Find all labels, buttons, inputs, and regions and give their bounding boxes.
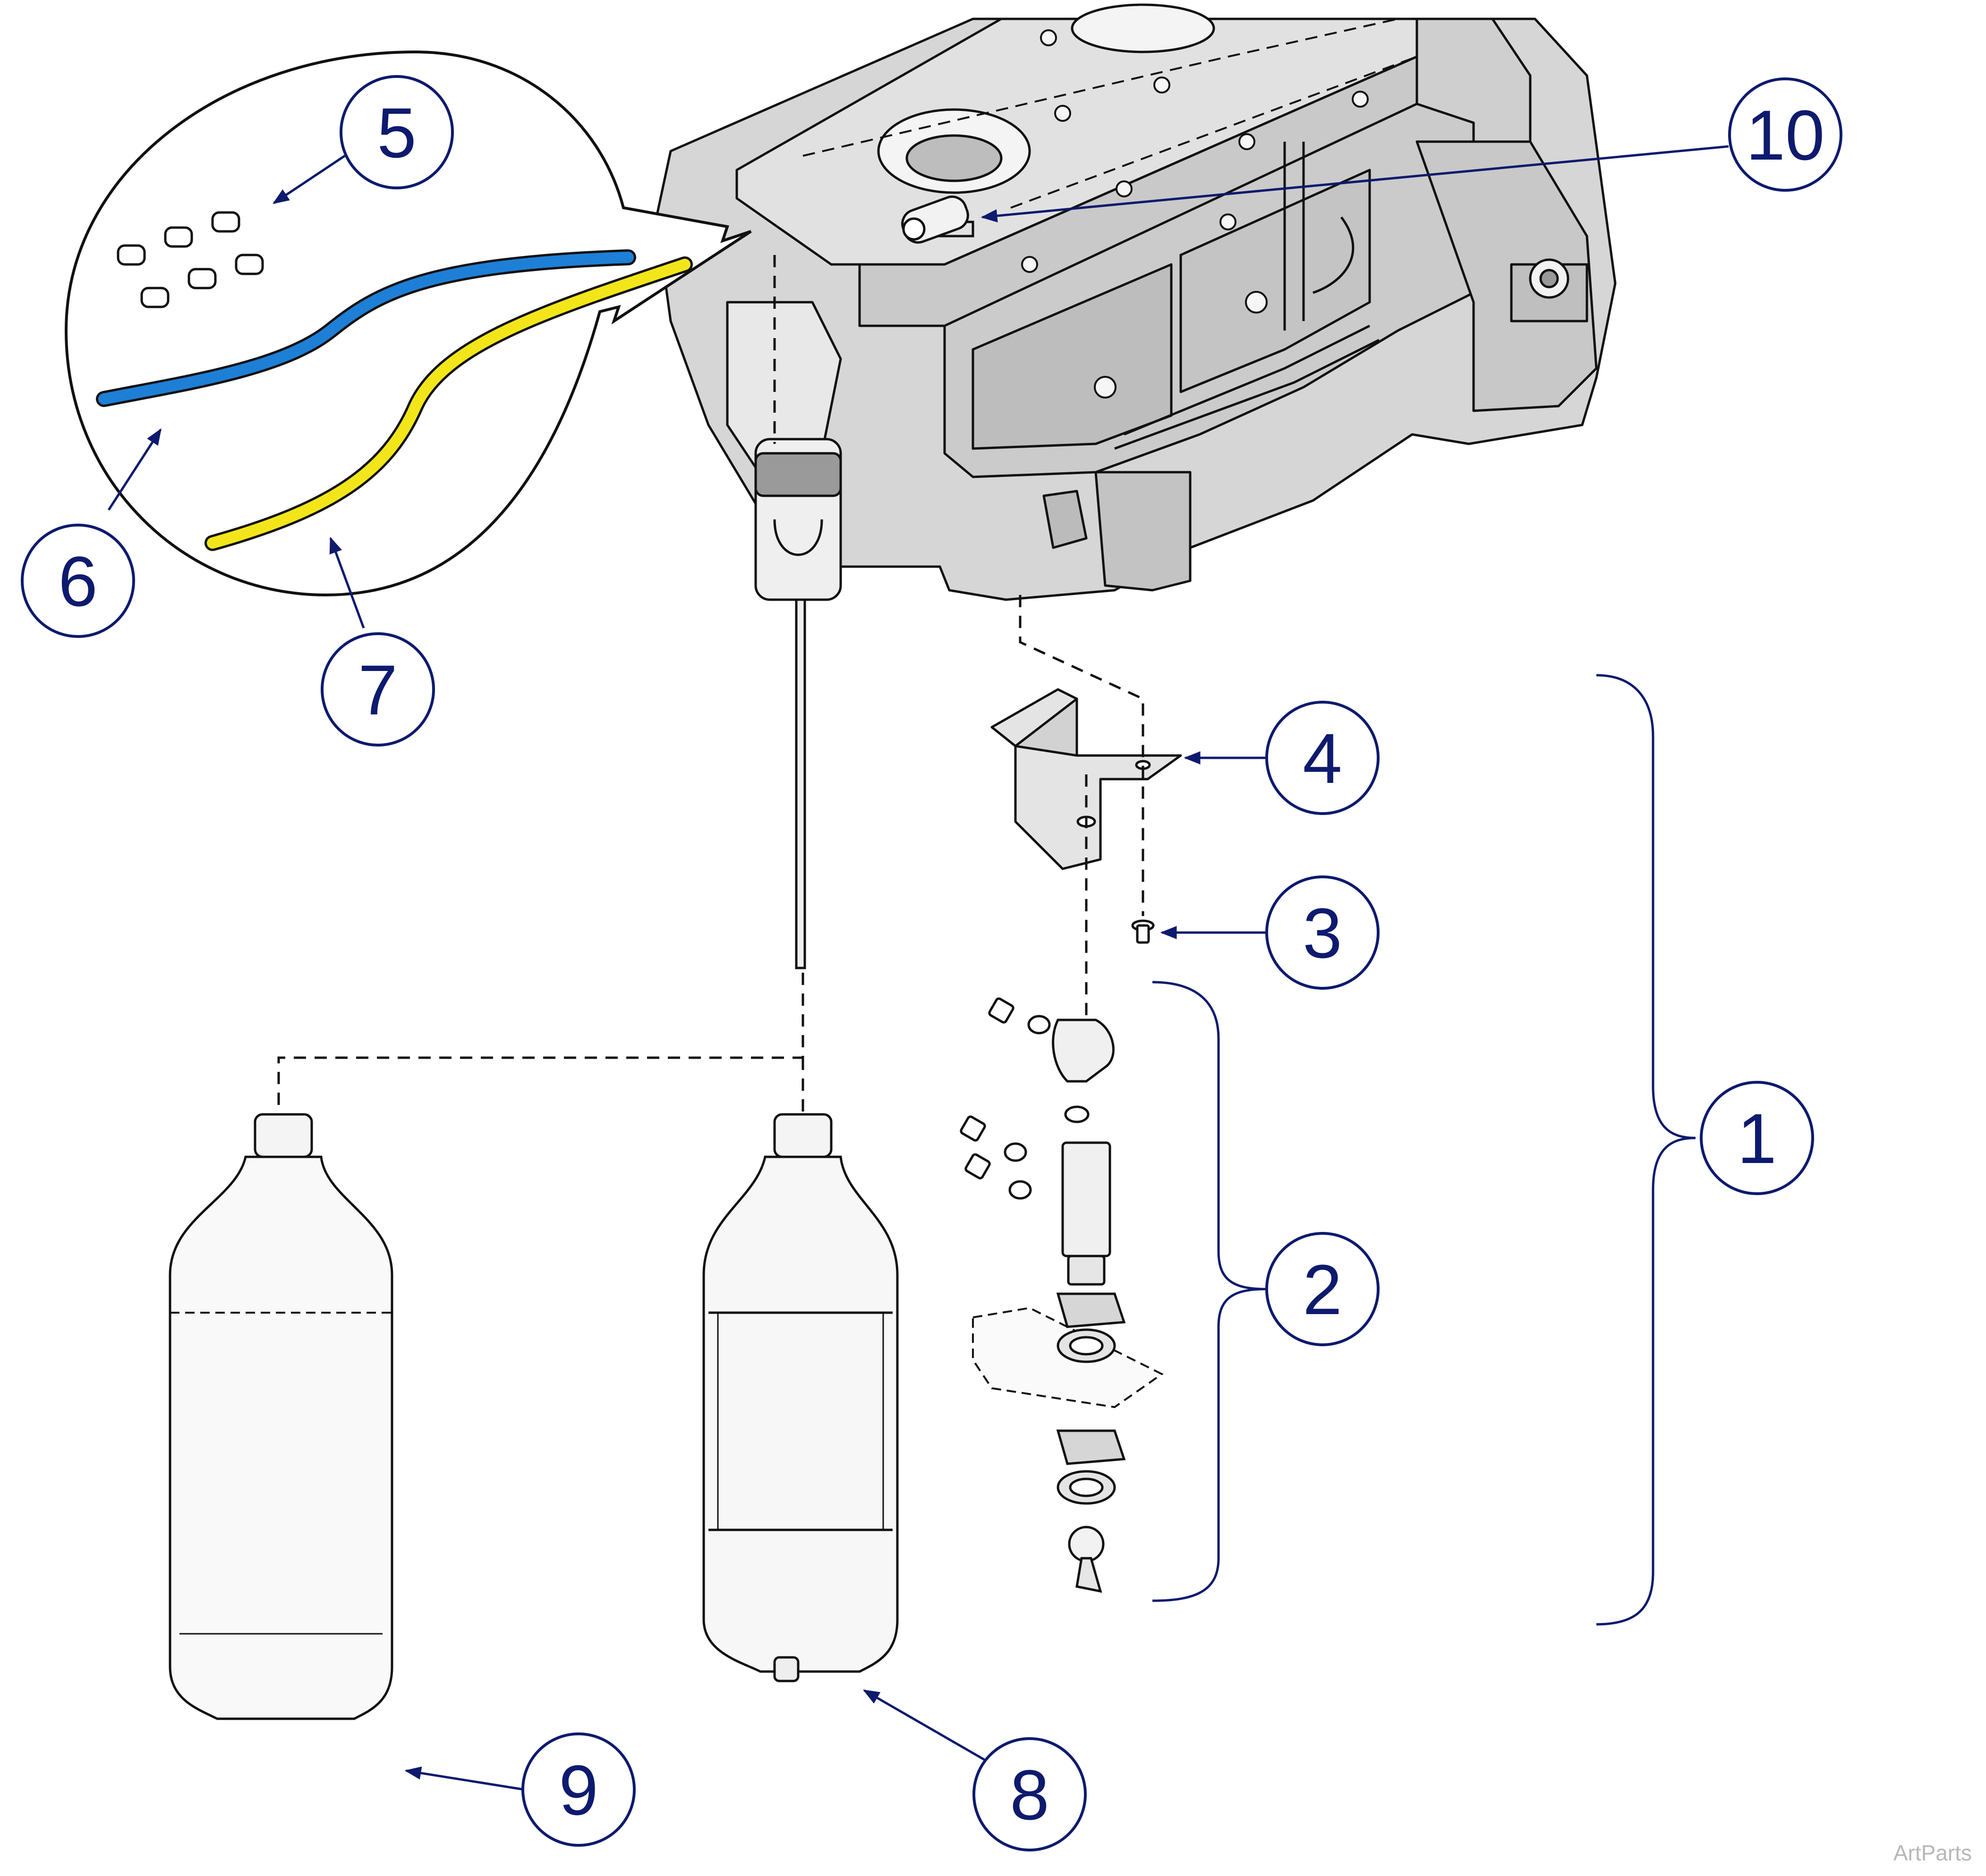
callout-5: 5: [340, 75, 454, 189]
callout-3: 3: [1265, 875, 1380, 990]
svg-text:3: 3: [1303, 893, 1342, 973]
sleeves-item-5: [117, 211, 264, 308]
svg-text:2: 2: [1303, 1250, 1342, 1329]
screw-item-3: [1131, 919, 1155, 944]
svg-text:10: 10: [1746, 95, 1825, 175]
callout-2: 2: [1265, 1232, 1380, 1346]
filter-head: [754, 438, 842, 969]
credit-watermark: ArtParts: [1893, 1841, 1972, 1865]
callout-4: 4: [1265, 701, 1380, 815]
assembly-dashed-lines: [277, 255, 1144, 1114]
bracket-brace-1: [1596, 674, 1696, 1626]
callout-9: 9: [521, 1732, 636, 1847]
callout-8: 8: [972, 1737, 1087, 1851]
svg-text:8: 8: [1010, 1755, 1049, 1834]
svg-text:9: 9: [559, 1750, 598, 1830]
svg-text:5: 5: [377, 93, 416, 172]
callout-6: 6: [21, 524, 135, 638]
svg-text:6: 6: [58, 542, 97, 621]
leader-arrows: [107, 145, 1729, 1791]
item-10-fitting: [901, 195, 969, 244]
svg-text:1: 1: [1737, 1099, 1776, 1178]
callout-7: 7: [321, 632, 435, 747]
svg-text:4: 4: [1303, 719, 1342, 798]
detail-magnifier: [64, 50, 752, 597]
callout-10: 10: [1728, 77, 1842, 192]
bottle-item-9: [169, 1113, 393, 1720]
chair-base-housing: [655, 3, 1617, 601]
callouts: 1 2 3 4 5 6 7 8: [21, 75, 1842, 1851]
housing-dashed-lines: [802, 18, 1417, 209]
bottle-item-8: [702, 1113, 899, 1682]
valve-assembly-item-2: [960, 997, 1164, 1593]
callout-1: 1: [1700, 1081, 1814, 1195]
bracket-brace-2: [1152, 981, 1266, 1602]
svg-text:7: 7: [358, 650, 397, 730]
